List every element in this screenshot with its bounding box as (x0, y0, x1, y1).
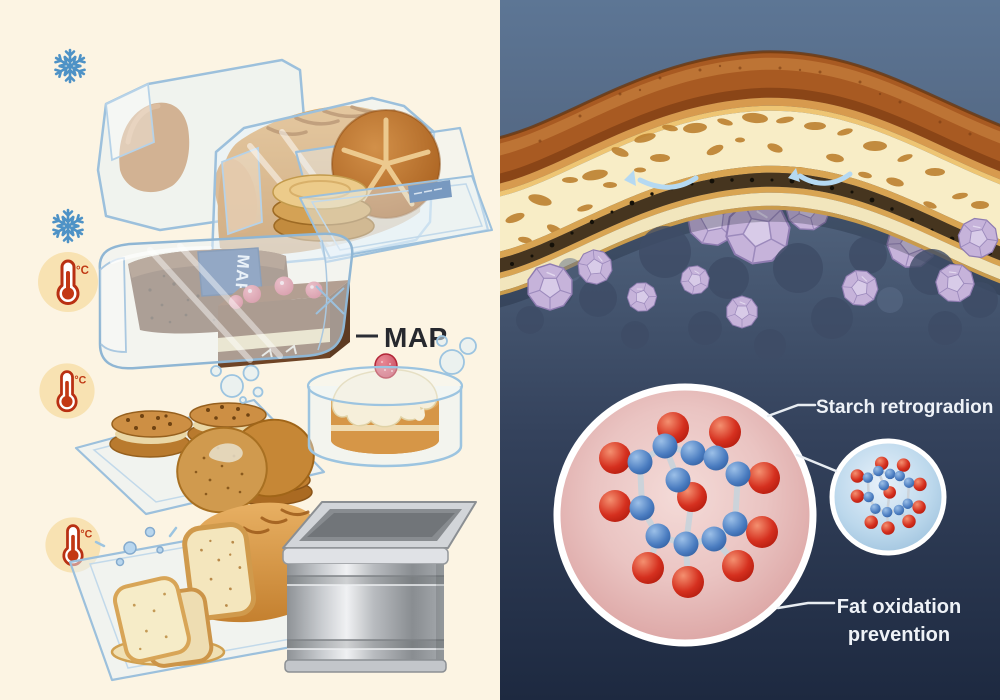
tin-body (287, 564, 444, 660)
sugar-glaze (208, 443, 243, 463)
starch-label: Starch retrogradion (816, 397, 993, 418)
map-callout-label: MAP (384, 322, 448, 353)
tin-interior (307, 513, 455, 537)
baked-base-layer (500, 172, 1000, 273)
thermometer-icon: °C (44, 516, 102, 574)
plastic-sheen (147, 243, 283, 363)
bag-end-fold (315, 285, 345, 315)
thermometer-icon: °C (36, 250, 100, 314)
crust-speckles (538, 64, 972, 143)
pillow-bag (98, 232, 354, 370)
bubbles (436, 335, 477, 375)
fat-label-line1: Fat oxidation (837, 596, 961, 618)
temperature-unit: °C (80, 529, 92, 541)
temperature-unit: °C (76, 265, 89, 277)
circle-link-line (795, 453, 838, 473)
fat-callout-line (776, 601, 836, 610)
starch-callout-line (766, 403, 817, 418)
crumb-pores (505, 112, 989, 244)
metal-tin (282, 501, 477, 673)
crust-cross-section (500, 50, 1000, 308)
container-rim (306, 365, 464, 407)
loaf-scoring (242, 508, 310, 535)
loaf-scoring (266, 105, 396, 136)
packaging-art: °C °C °C (36, 0, 493, 682)
moisture-arrows (624, 168, 853, 190)
frozen-bread-packages (96, 58, 493, 268)
fat-molecule-circle (829, 438, 947, 556)
temperature-unit: °C (74, 375, 86, 387)
sliced-bread-wrap (68, 502, 342, 682)
crust-inner (500, 97, 1000, 192)
bubbles (210, 364, 264, 404)
snowflake-icon (52, 210, 85, 242)
cream-cake-container (306, 335, 477, 468)
star-scoring (341, 117, 431, 207)
starch-molecule-circle (553, 383, 817, 647)
thermometer-icon: °C (38, 362, 96, 420)
map-callout: MAP (356, 322, 448, 353)
callout-lines (766, 403, 838, 610)
packaging-panel: °C °C °C (0, 0, 500, 700)
staling-panel: Starch retrogradion Fat oxidation preven… (500, 0, 1000, 700)
bread-slice (113, 576, 191, 663)
cookies-package (74, 364, 326, 516)
map-package: MAP (98, 232, 354, 370)
fat-label-line2: prevention (848, 624, 950, 646)
staling-art: Starch retrogradion Fat oxidation preven… (500, 0, 1000, 700)
cookie (111, 410, 193, 438)
snowflake-icon (54, 50, 87, 82)
moisture-droplets (115, 526, 164, 567)
crust-outline (500, 50, 1000, 140)
